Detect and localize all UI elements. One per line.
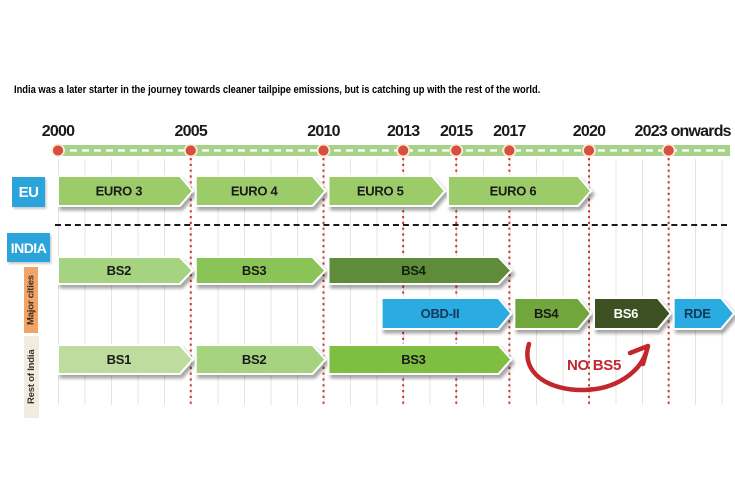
page-title: India was a later starter in the journey… bbox=[14, 84, 541, 96]
bar-bs4 bbox=[327, 256, 513, 285]
timeline-dot-2013 bbox=[396, 143, 411, 158]
year-label-2013: 2013 bbox=[387, 123, 420, 140]
no-bs5-label: NO BS5 bbox=[567, 357, 621, 374]
no-bs5-arrowhead-icon bbox=[627, 343, 651, 367]
timeline-dot-2015 bbox=[449, 143, 464, 158]
bar-bs3 bbox=[194, 256, 327, 285]
bar-label: EURO 6 bbox=[490, 184, 537, 199]
bar-euro-3 bbox=[57, 175, 195, 207]
year-label-2017: 2017 bbox=[493, 123, 526, 140]
bar-label: BS1 bbox=[107, 352, 131, 367]
bar-obd-ii bbox=[380, 297, 513, 330]
year-label-2020: 2020 bbox=[573, 123, 606, 140]
year-label-2005: 2005 bbox=[175, 123, 208, 140]
bar-label: EURO 3 bbox=[96, 184, 143, 199]
timeline-dot-2017 bbox=[502, 143, 517, 158]
bar-bs1 bbox=[57, 344, 195, 375]
row-label-eu: EU bbox=[12, 177, 45, 207]
bar-label: BS3 bbox=[242, 263, 266, 278]
bar-bs2 bbox=[57, 256, 195, 285]
year-label-2000: 2000 bbox=[42, 123, 75, 140]
bar-label: BS2 bbox=[242, 352, 266, 367]
bar-label: BS3 bbox=[401, 352, 425, 367]
bar-bs3 bbox=[327, 344, 513, 375]
timeline-axis: 2000 2005 2010 2013 2015 2017 2020 2023 onwards bbox=[42, 123, 732, 158]
bar-label: BS2 bbox=[107, 263, 131, 278]
bar-label: BS4 bbox=[534, 306, 559, 321]
bar-bs2 bbox=[194, 344, 327, 375]
bar-label: OBD-II bbox=[421, 306, 460, 321]
no-bs5-annotation: NO BS5 bbox=[525, 341, 651, 393]
bar-euro-4 bbox=[194, 175, 327, 207]
bar-euro-5 bbox=[327, 175, 447, 207]
timeline-dot-2010 bbox=[316, 143, 331, 158]
row-label-india: INDIA bbox=[7, 233, 50, 262]
timeline-dot-2023 bbox=[661, 143, 676, 158]
year-label-2015: 2015 bbox=[440, 123, 473, 140]
year-label-2023: 2023 onwards bbox=[635, 123, 732, 140]
timeline-dot-2000 bbox=[51, 143, 65, 158]
bar-rde bbox=[672, 297, 735, 330]
year-label-2010: 2010 bbox=[307, 123, 340, 140]
no-bs5-curved-arrow bbox=[525, 341, 649, 393]
bar-label: RDE bbox=[684, 306, 711, 321]
bar-bs4 bbox=[513, 297, 593, 330]
row-label-major-cities: Major cities bbox=[24, 267, 38, 333]
bar-label: EURO 4 bbox=[231, 184, 279, 199]
timeline-dot-2020 bbox=[582, 143, 596, 158]
bar-label: BS6 bbox=[614, 306, 638, 321]
row-label-rest-of-india: Rest of India bbox=[24, 336, 39, 418]
eu-india-separator-line bbox=[55, 224, 727, 226]
bar-label: BS4 bbox=[401, 263, 426, 278]
bar-euro-6 bbox=[446, 175, 593, 207]
timeline-dot-2005 bbox=[183, 143, 198, 158]
timeline-band bbox=[55, 145, 730, 156]
bar-label: EURO 5 bbox=[357, 184, 404, 199]
bar-bs6 bbox=[593, 297, 672, 330]
